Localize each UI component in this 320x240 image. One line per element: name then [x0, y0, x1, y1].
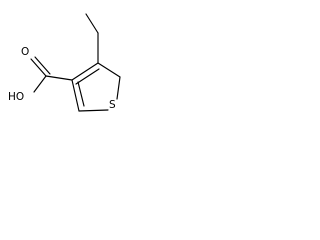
atom-label-sulfur: S	[109, 99, 116, 111]
bond-ethyl-ch3-ch2	[85, 13, 99, 34]
atom-label-carbonyl-oxygen: O	[21, 46, 29, 58]
bond-c3-c4	[71, 62, 99, 81]
bond-c3-cooh	[45, 75, 73, 81]
bond-carbonyl-double-b	[34, 56, 51, 75]
bond-c2-c3	[71, 79, 80, 112]
bond-c2-c3-inner	[77, 81, 85, 107]
bond-c-oh	[33, 75, 47, 93]
chemical-structure: O HO S	[8, 13, 121, 112]
bond-c3-c4-inner	[75, 68, 100, 85]
bond-c5-s	[116, 76, 121, 100]
bond-c4-c5	[97, 62, 121, 78]
atom-label-hydroxyl: HO	[8, 91, 24, 103]
bond-carbonyl-double-a	[30, 58, 47, 77]
bond-s-c2	[78, 109, 109, 112]
